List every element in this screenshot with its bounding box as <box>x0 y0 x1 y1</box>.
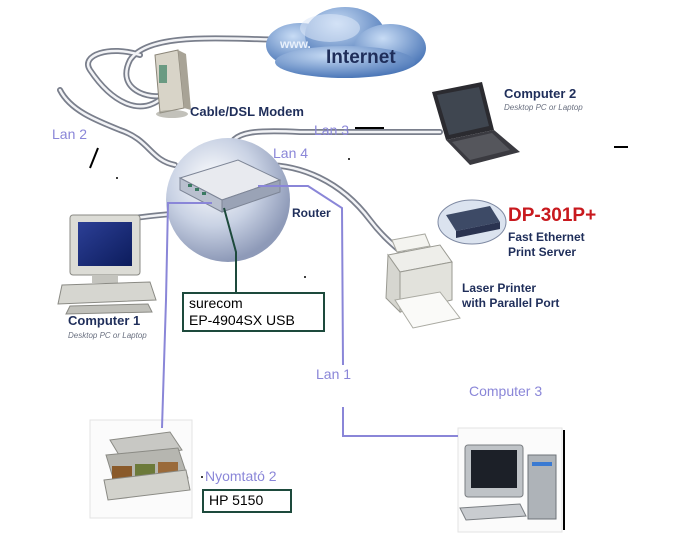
lan3-label: Lan 3 <box>314 122 350 138</box>
computer2-device <box>432 82 520 165</box>
modem-label: Cable/DSL Modem <box>190 104 304 119</box>
computer3-label: Computer 3 <box>469 383 543 399</box>
computer1-sublabel: Desktop PC or Laptop <box>68 331 147 340</box>
print-server-line2: Print Server <box>508 245 577 259</box>
printer2-label: Nyomtató 2 <box>205 468 277 484</box>
router-label: Router <box>292 206 331 220</box>
computer3-device <box>457 427 565 533</box>
inkjet-printer-device <box>89 419 193 519</box>
printer2-cable <box>161 202 212 429</box>
computer2-sublabel: Desktop PC or Laptop <box>504 103 583 112</box>
usb-cable <box>223 207 237 292</box>
print-server-device <box>437 199 507 245</box>
lan1-cable-to-computer3 <box>342 407 458 437</box>
internet-cloud <box>266 7 426 78</box>
internet-url-text: www. <box>280 37 311 51</box>
printer2-model-box: HP 5150 <box>202 489 292 513</box>
router-device <box>166 138 290 262</box>
usb-box-line2: EP-4904SX USB <box>189 312 295 328</box>
laser-printer-device <box>385 233 461 329</box>
print-server-model: DP-301P+ <box>508 205 597 226</box>
laser-printer-line2: with Parallel Port <box>462 296 560 310</box>
computer2-label: Computer 2 <box>504 86 577 101</box>
hand-drawn-marks <box>89 127 628 169</box>
internet-label: Internet <box>326 47 396 68</box>
usb-print-server-box: surecom EP-4904SX USB <box>182 292 325 332</box>
computer1-device <box>57 214 157 315</box>
print-server-line1: Fast Ethernet <box>508 230 585 244</box>
lan1-label: Lan 1 <box>316 366 352 382</box>
hand-drawn-cables <box>161 185 458 437</box>
modem-device <box>154 49 191 118</box>
usb-box-line1: surecom <box>189 295 243 311</box>
laser-printer-line1: Laser Printer <box>462 281 537 295</box>
lan2-label: Lan 2 <box>52 126 88 142</box>
computer1-label: Computer 1 <box>68 313 141 328</box>
lan1-cable <box>258 185 344 366</box>
lan4-label: Lan 4 <box>273 145 309 161</box>
